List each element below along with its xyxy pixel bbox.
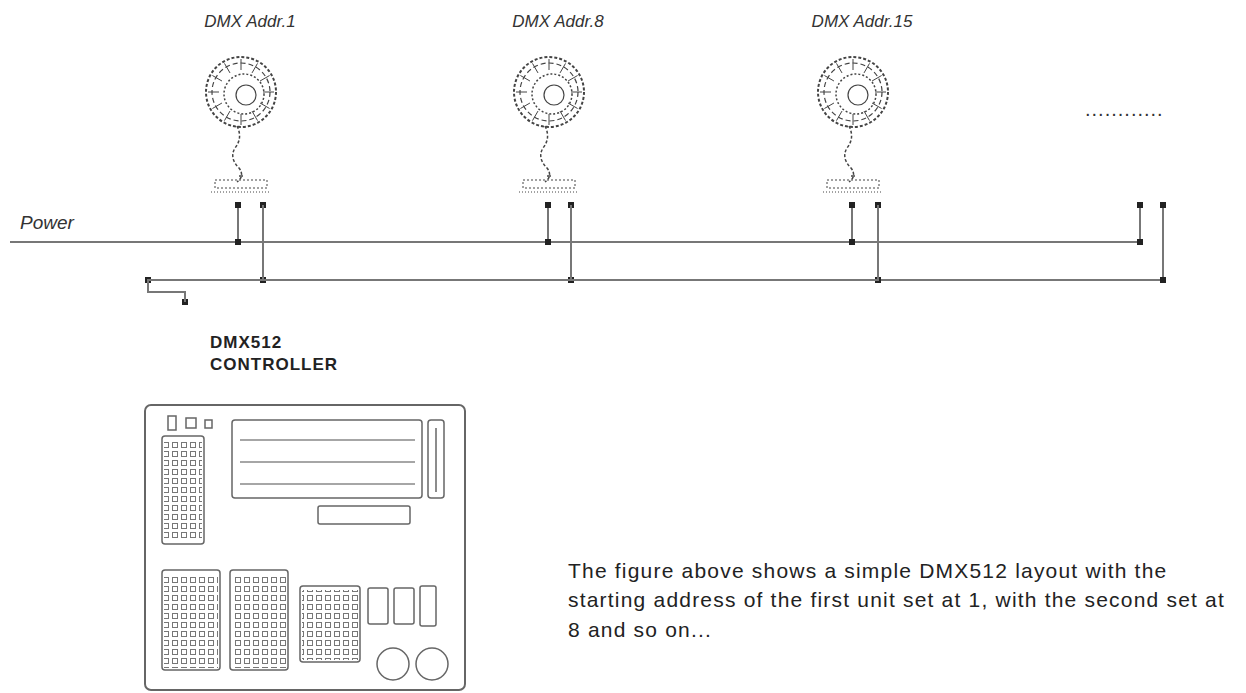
continuation-dots: ............ <box>1085 98 1164 121</box>
power-label: Power <box>20 212 74 234</box>
fixture-sketch <box>206 57 888 192</box>
dmx-cable <box>148 205 263 302</box>
power-line <box>10 205 1140 242</box>
fixture-box: DMX Addr.1 <box>170 8 330 205</box>
controller-box: DMX512 CONTROLLER <box>140 302 470 692</box>
controller-title: DMX512 CONTROLLER <box>210 332 350 376</box>
controller-console <box>145 405 465 690</box>
dmx-bus-extension <box>878 205 1163 280</box>
dmx-cable <box>148 205 571 302</box>
dmx-cable <box>148 205 878 302</box>
address-label: DMX Addr.8 <box>478 8 638 32</box>
address-label: DMX Addr.15 <box>782 8 942 32</box>
junction-dots <box>145 202 1166 305</box>
description-note: The figure above shows a simple DMX512 l… <box>568 556 1228 644</box>
fixture-box: DMX Addr.8 <box>478 8 638 205</box>
address-label: DMX Addr.1 <box>170 8 330 32</box>
fixture-box: DMX Addr.15 <box>782 8 942 205</box>
